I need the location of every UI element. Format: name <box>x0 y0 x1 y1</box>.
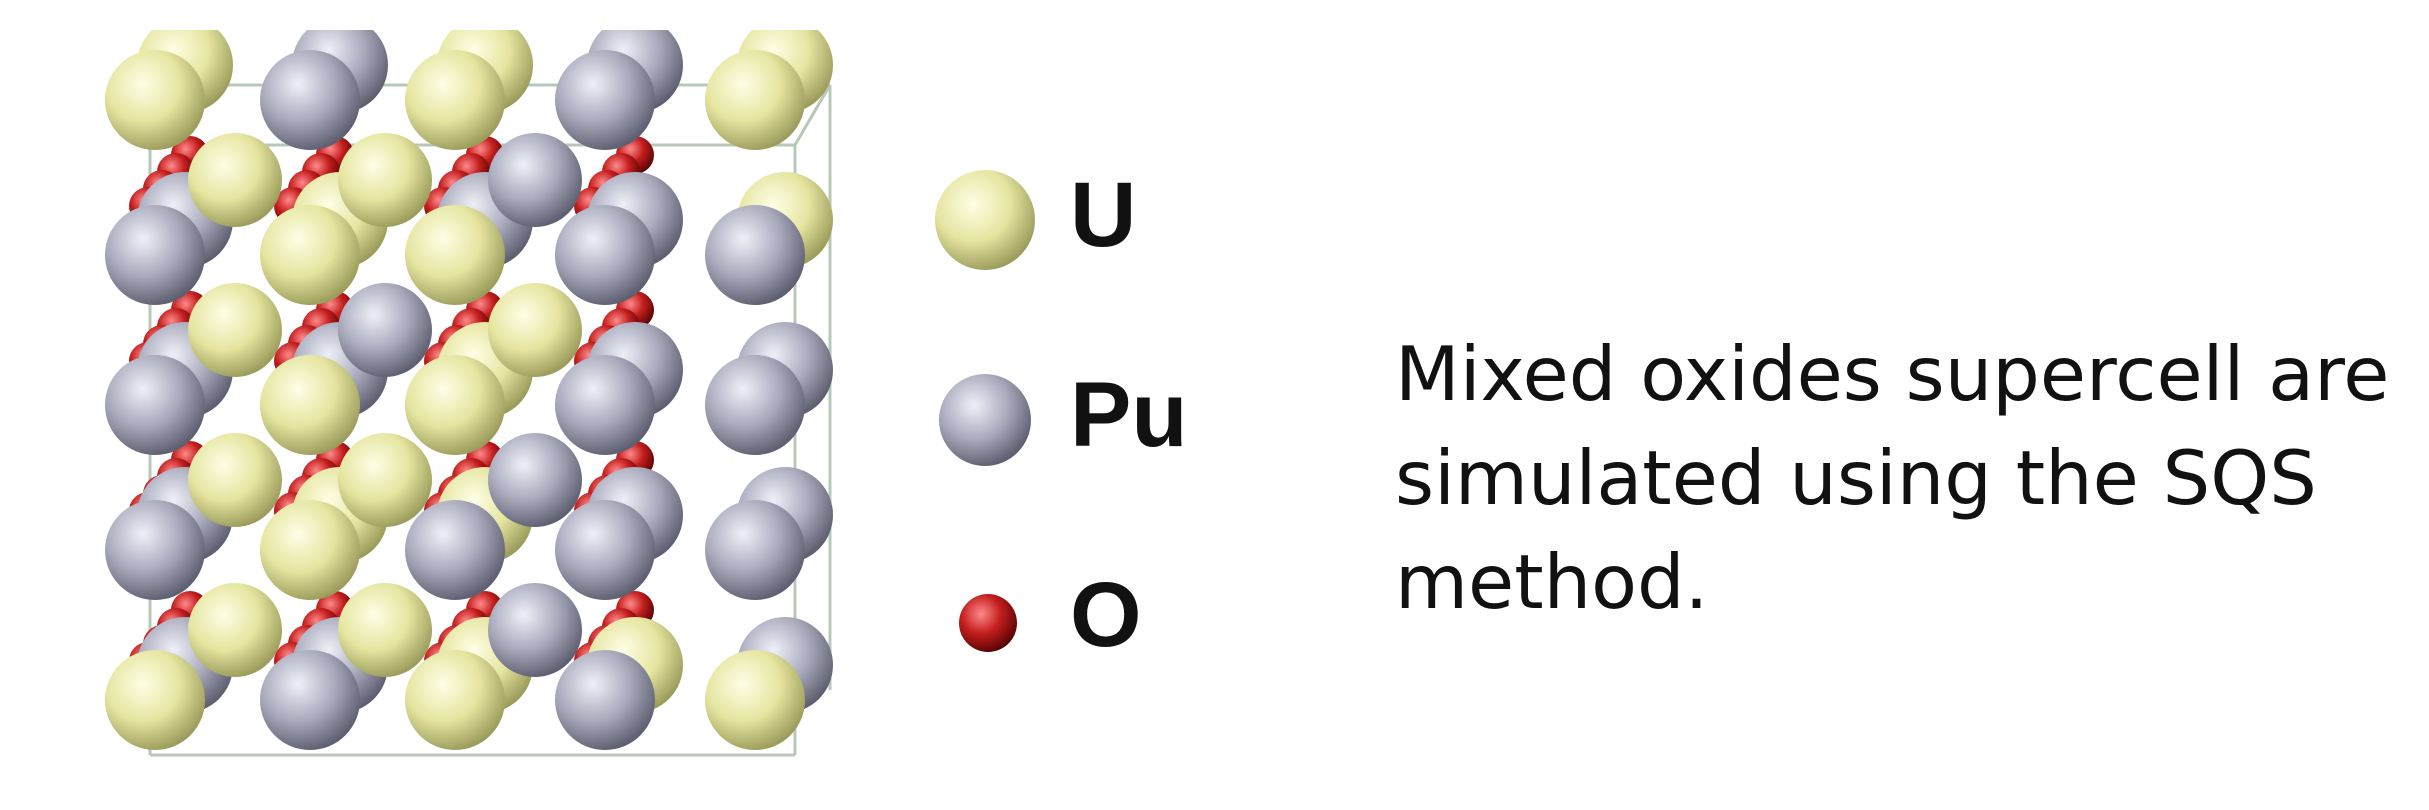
plutonium-atom <box>555 650 655 750</box>
plutonium-atom <box>705 205 805 305</box>
uranium-atom <box>338 583 432 677</box>
uranium-atom <box>105 50 205 150</box>
caption-text: Mixed oxides supercell are simulated usi… <box>1395 322 2405 634</box>
caption-line: method. <box>1395 538 1709 626</box>
plutonium-atom <box>260 50 360 150</box>
uranium-atom <box>338 133 432 227</box>
uranium-atom-icon <box>935 170 1035 270</box>
uranium-atom <box>188 583 282 677</box>
plutonium-atom <box>405 500 505 600</box>
plutonium-atom <box>705 500 805 600</box>
uranium-atom <box>405 50 505 150</box>
uranium-atom <box>260 355 360 455</box>
plutonium-atom <box>555 205 655 305</box>
uranium-atom <box>705 650 805 750</box>
plutonium-atom <box>555 355 655 455</box>
uranium-atom <box>188 133 282 227</box>
plutonium-atom <box>105 205 205 305</box>
uranium-atom <box>260 205 360 305</box>
uranium-atom <box>488 283 582 377</box>
plutonium-atom-icon <box>939 374 1031 466</box>
plutonium-atom <box>105 500 205 600</box>
plutonium-atom <box>705 355 805 455</box>
legend-label-o: O <box>1070 564 1142 666</box>
legend-label-pu: Pu <box>1070 364 1188 466</box>
plutonium-atom <box>338 283 432 377</box>
plutonium-atom <box>555 50 655 150</box>
uranium-atom <box>188 433 282 527</box>
cell-edge <box>793 84 832 146</box>
uranium-atom <box>260 500 360 600</box>
plutonium-atom <box>488 583 582 677</box>
plutonium-atom <box>260 650 360 750</box>
plutonium-atom <box>555 500 655 600</box>
legend-label-u: U <box>1070 164 1137 266</box>
plutonium-atom <box>488 433 582 527</box>
uranium-atom <box>405 355 505 455</box>
plutonium-atom <box>105 355 205 455</box>
uranium-atom <box>338 433 432 527</box>
uranium-atom <box>405 650 505 750</box>
metal-atoms <box>105 30 833 750</box>
oxygen-atom-icon <box>959 594 1017 652</box>
uranium-atom <box>105 650 205 750</box>
uranium-atom <box>705 50 805 150</box>
caption-line: Mixed oxides supercell are <box>1395 330 2390 418</box>
uranium-atom <box>188 283 282 377</box>
caption-line: simulated using the SQS <box>1395 434 2317 522</box>
plutonium-atom <box>488 133 582 227</box>
uranium-atom <box>405 205 505 305</box>
supercell-structure-diagram <box>105 30 833 757</box>
